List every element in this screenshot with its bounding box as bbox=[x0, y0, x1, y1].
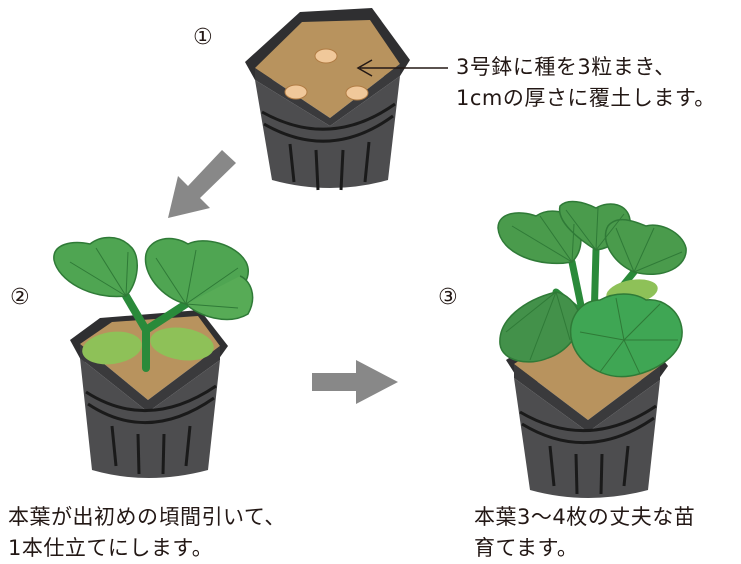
arrow-icon bbox=[168, 150, 236, 218]
seed-icon bbox=[284, 48, 369, 101]
step1-marker: ① bbox=[193, 25, 213, 50]
step2-seedling-icon bbox=[53, 236, 254, 478]
step3-seedling-icon bbox=[497, 200, 687, 498]
step2-marker: ② bbox=[10, 285, 30, 310]
pointer-arrow-icon bbox=[356, 59, 448, 77]
step2-caption: 本葉が出初めの頃間引いて、 1本仕立てにします。 bbox=[8, 505, 286, 560]
step1-caption: 3号鉢に種を3粒まき、 1cmの厚さに覆土します。 bbox=[456, 55, 716, 110]
step1-pot-icon bbox=[245, 8, 410, 191]
step3-caption: 本葉3～4枚の丈夫な苗 育てます。 bbox=[474, 505, 696, 560]
step3-marker: ③ bbox=[438, 285, 458, 310]
arrow-right-icon bbox=[312, 360, 398, 404]
